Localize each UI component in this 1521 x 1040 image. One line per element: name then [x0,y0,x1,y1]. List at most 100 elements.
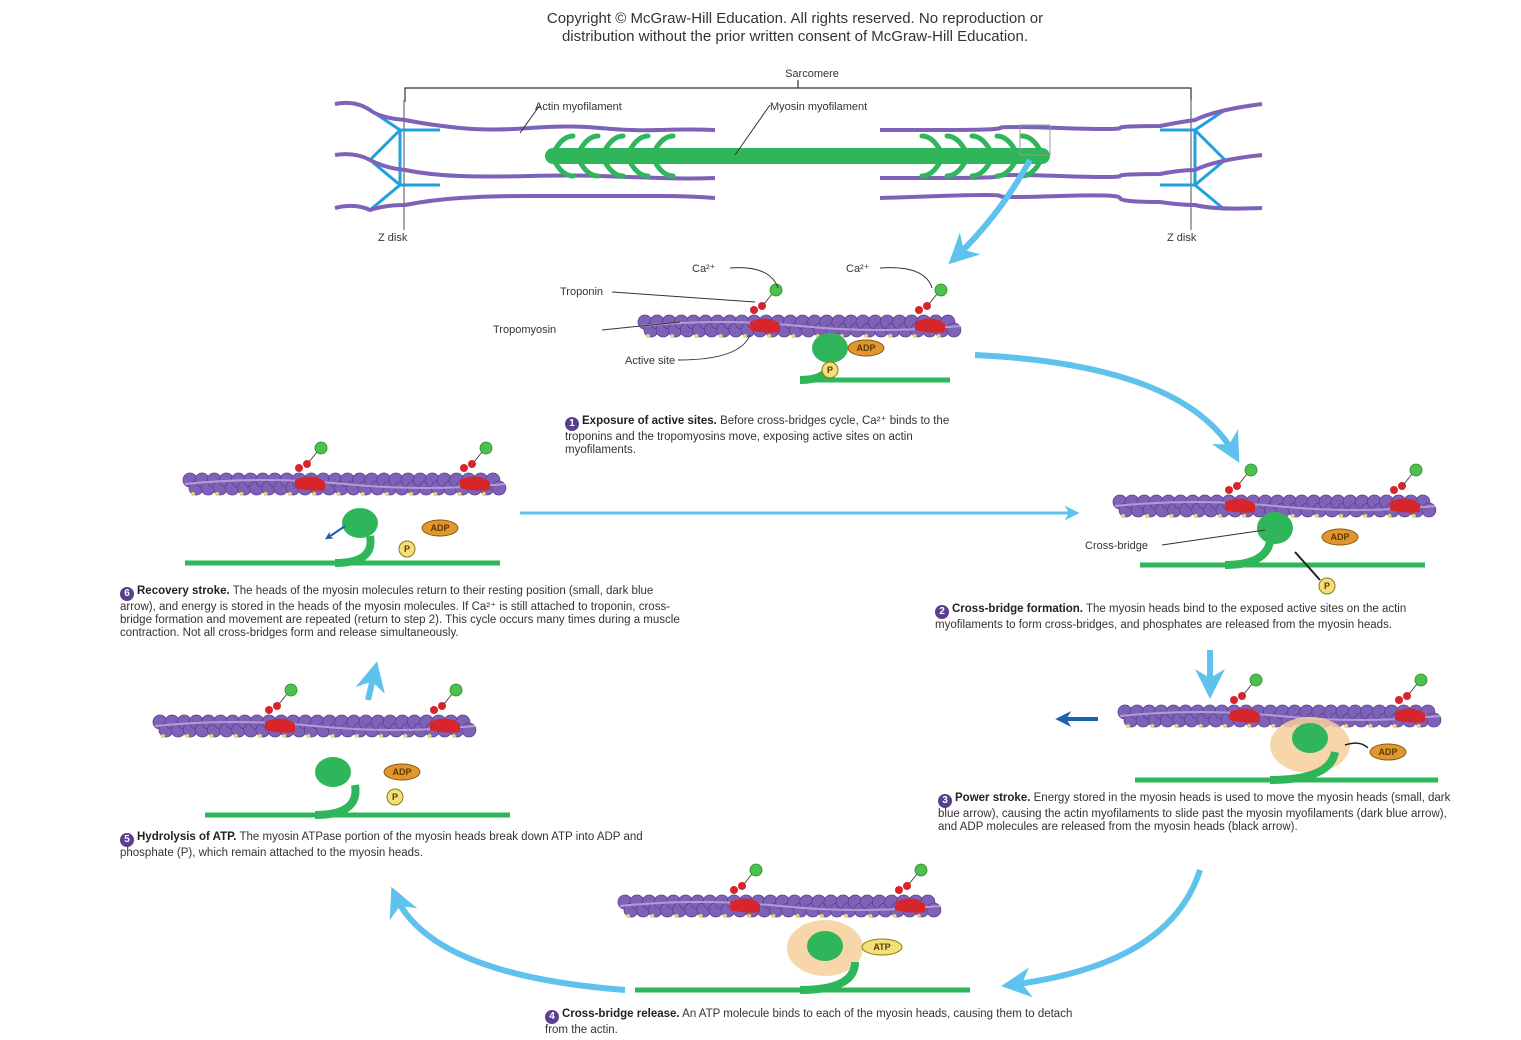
active-site-dot [868,914,873,918]
troponin-subunit [915,306,923,314]
phosphate-text: P [827,365,833,375]
tropomyosin [154,721,476,731]
calcium-ion [749,863,763,877]
active-site-dot [239,492,244,496]
step-text: The heads of the myosin molecules return… [120,585,680,639]
calcium-ion [934,283,948,297]
panel-step-5: ADP P [152,683,510,819]
tropomyosin [184,479,506,489]
active-site-dot [912,334,917,338]
panel-step-2: ADP P [1112,463,1437,595]
active-site-dot [742,334,747,338]
active-site-dot [722,914,727,918]
step-text: Energy stored in the myosin heads is use… [938,792,1451,833]
troponin [1390,498,1420,513]
troponin [750,318,780,333]
copyright-notice: Copyright © McGraw-Hill Education. All r… [330,10,1260,46]
troponin-subunit [1225,486,1233,494]
panel-step-3: ADP [1117,673,1442,784]
calcium-ion [769,283,783,297]
tropomyosin [1114,501,1436,511]
calcium-ion [1414,673,1428,687]
step-title: Power stroke. [955,792,1031,804]
calcium-ion [1409,463,1423,477]
active-site-dot [771,914,776,918]
adp-molecule [1321,528,1359,546]
tropomyosin-label: Tropomyosin [493,324,556,336]
troponin-subunit [1390,486,1398,494]
actin-filaments [334,100,1263,213]
actin-bead [1421,502,1437,518]
atp-molecule [861,938,903,956]
phosphate [1318,577,1336,595]
phosphate [821,361,839,379]
active-site-dot [1217,514,1222,518]
active-site-dot [1392,724,1397,728]
phosphate [386,788,404,806]
active-site-dot [282,734,287,738]
step-text: An ATP molecule binds to each of the myo… [545,1008,1073,1036]
active-site-dot [1247,724,1252,728]
active-site-dot [844,914,849,918]
actin-bead [461,722,477,738]
troponin-subunit [730,886,738,894]
active-site-dot [674,914,679,918]
adp-text: ADP [1330,532,1349,542]
step-number: 2 [935,605,949,619]
active-site-dot [888,334,893,338]
arrow-step1-to-step2 [974,352,1240,463]
actin-strand [617,863,942,918]
calcium-ion [1249,673,1263,687]
active-site-dot [457,492,462,496]
active-site-dot [795,914,800,918]
troponin-subunit [295,464,303,472]
panel-step-4: ATP [617,863,970,994]
active-site-dot [336,492,341,496]
troponin [1395,708,1425,723]
active-site-dot [864,334,869,338]
adp-text: ADP [392,767,411,777]
active-site-dot [1150,724,1155,728]
myosin-heads [552,133,1043,179]
troponin-subunit [1395,696,1403,704]
active-site-dot [209,734,214,738]
atp-text: ATP [873,942,890,952]
active-site-dot [1198,724,1203,728]
active-site-dot [161,734,165,738]
z-disk-left-label: Z disk [378,232,408,244]
step-number: 4 [545,1010,559,1024]
actin-strand [182,441,507,496]
active-site-dot [1368,724,1373,728]
adp-molecule [383,763,421,781]
active-site-dot [694,334,699,338]
active-site-dot [1290,514,1295,518]
phosphate [398,540,416,558]
myosin-head [812,333,848,363]
active-site-dot [1416,724,1421,728]
active-site-dot [433,492,438,496]
troponin [295,476,325,491]
active-site-dot [791,334,796,338]
active-site-dot [650,914,655,918]
troponin [915,318,945,333]
cycle-arrows [355,158,1240,998]
active-site-dot [1339,514,1344,518]
sarcomere-bracket [404,87,1192,102]
active-site-dot [1174,724,1179,728]
myosin-myofilament-label: Myosin myofilament [770,101,867,113]
phosphate-text: P [404,544,410,554]
active-site-dot [481,492,486,496]
actin-strand [1112,463,1437,518]
active-site-dot [916,914,921,918]
step-text: The myosin heads bind to the exposed act… [935,603,1407,631]
myosin-head [1292,723,1328,753]
adp-molecule [1369,743,1407,761]
active-site-dot [1411,514,1416,518]
step-number: 6 [120,587,134,601]
active-site-dot [1193,514,1198,518]
arrow-step5-to-step6 [355,661,385,701]
calcium-ion [914,863,928,877]
